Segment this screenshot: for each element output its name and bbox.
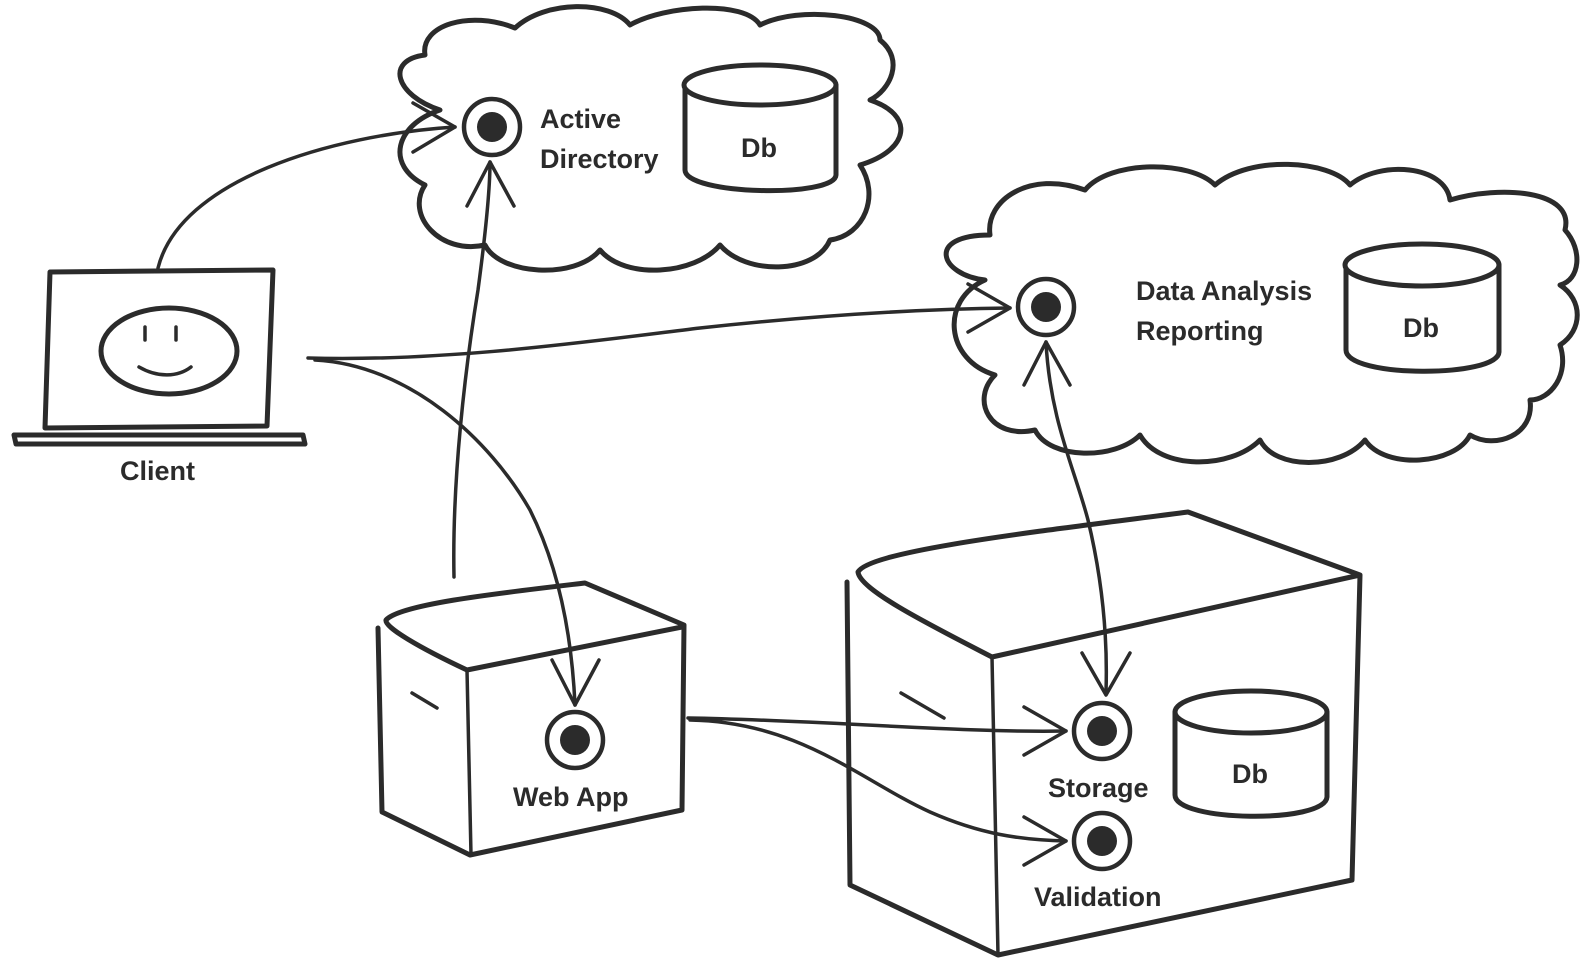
data-analysis-db-label: Db — [1403, 313, 1439, 343]
arrowhead — [465, 160, 516, 208]
db-cylinder-body — [1343, 262, 1502, 374]
arrowhead — [1022, 705, 1068, 757]
edge-web-app-storage — [686, 716, 1068, 733]
validation-label: Validation — [1034, 882, 1162, 912]
active-directory-cloud: Active Directory Db — [397, 4, 904, 273]
smiley-face — [98, 305, 240, 397]
storage-label: Storage — [1048, 773, 1149, 803]
edge-client-web-app — [313, 358, 577, 707]
edge-web-app-validation — [688, 718, 1068, 843]
edge-web-app-active-directory — [452, 160, 492, 579]
arrowhead — [550, 658, 601, 707]
box-tick-mark — [899, 691, 946, 720]
web-app-label: Web App — [513, 782, 629, 812]
cloud-shape — [943, 161, 1580, 465]
port-dot — [1087, 716, 1117, 746]
edge-storage-data-analysis — [1044, 340, 1109, 694]
laptop-base — [11, 432, 308, 447]
active-directory-db-label: Db — [741, 133, 777, 163]
active-directory-db: Db — [681, 62, 839, 194]
web-app-box: Web App — [375, 580, 687, 858]
storage-box: Storage Validation Db — [844, 509, 1363, 958]
box-outline — [375, 580, 687, 858]
connectors — [156, 101, 1132, 867]
db-cylinder-body — [1172, 709, 1330, 819]
active-directory-label-line2: Directory — [540, 144, 659, 174]
active-directory-port[interactable] — [461, 96, 523, 158]
arrowhead-up — [1022, 340, 1072, 387]
arrowhead — [411, 101, 457, 154]
db-cylinder-top — [1342, 241, 1502, 289]
data-analysis-port[interactable] — [1015, 276, 1077, 338]
port-dot — [1031, 292, 1061, 322]
arrowhead — [1022, 815, 1068, 867]
arrowhead — [966, 282, 1012, 334]
web-app-port[interactable] — [544, 709, 606, 771]
storage-port[interactable] — [1071, 700, 1133, 762]
box-vertical-edge — [990, 655, 1000, 957]
box-tick-mark — [410, 691, 439, 710]
client-label: Client — [120, 456, 195, 486]
client-laptop[interactable]: Client — [11, 267, 308, 486]
db-cylinder-body — [682, 82, 839, 194]
data-analysis-label-line1: Data Analysis — [1136, 276, 1312, 306]
port-dot — [1087, 826, 1117, 856]
storage-db: Db — [1172, 688, 1330, 819]
smiley-mouth — [137, 365, 193, 377]
port-dot — [477, 112, 507, 142]
active-directory-label-line1: Active — [540, 104, 621, 134]
edge-client-data-analysis — [306, 306, 1012, 361]
db-cylinder-top — [681, 62, 839, 108]
box-vertical-edge — [465, 668, 473, 857]
storage-db-label: Db — [1232, 759, 1268, 789]
data-analysis-db: Db — [1342, 241, 1502, 374]
validation-port[interactable] — [1071, 810, 1133, 872]
port-dot — [560, 725, 590, 755]
edge-client-active-directory — [156, 125, 457, 270]
db-cylinder-top — [1172, 688, 1330, 736]
data-analysis-label-line2: Reporting — [1136, 316, 1264, 346]
arrowhead-down — [1080, 651, 1132, 697]
data-analysis-cloud: Data Analysis Reporting Db — [943, 161, 1580, 465]
